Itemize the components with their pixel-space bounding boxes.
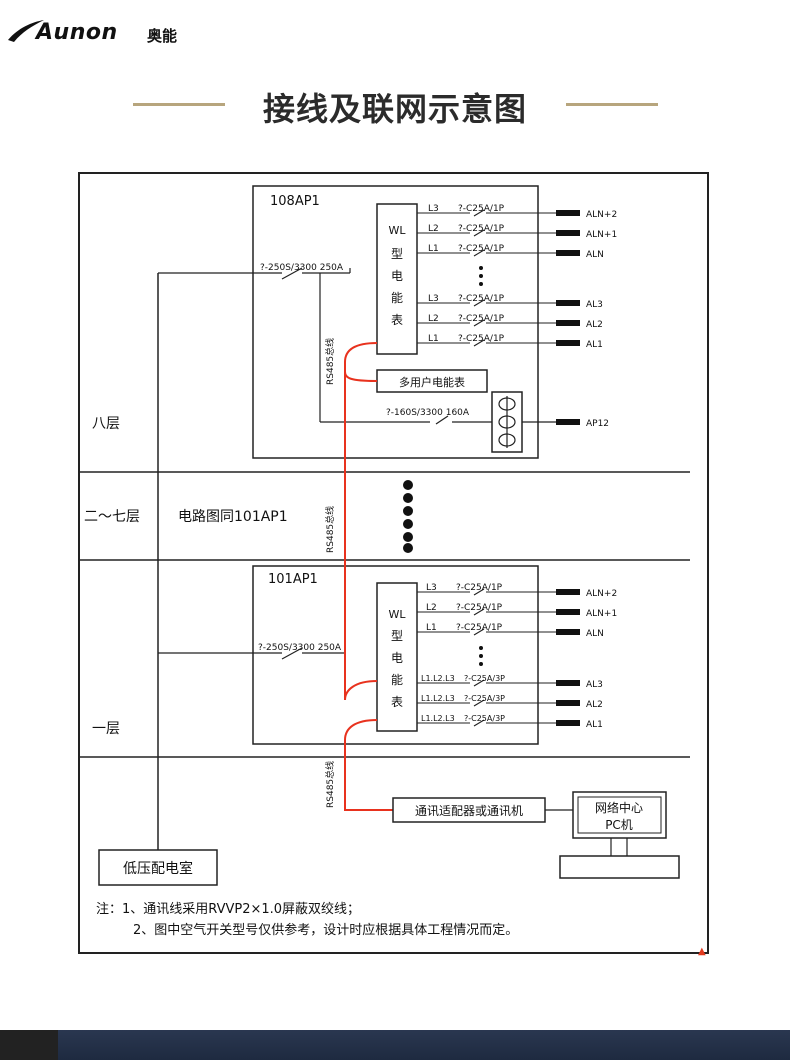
diagram-label: ALN+1 bbox=[586, 230, 617, 240]
diagram-label: L3 bbox=[426, 583, 437, 593]
diagram-label: ALN+2 bbox=[586, 210, 617, 220]
diagram-label: 网络中心 bbox=[595, 800, 643, 815]
diagram-label: AL1 bbox=[586, 720, 603, 730]
diagram-label: ?-C25A/1P bbox=[458, 204, 505, 214]
sub-out-label: AP12 bbox=[586, 419, 609, 429]
diagram-label: 电 bbox=[391, 651, 403, 665]
diagram-label: L2 bbox=[428, 224, 439, 234]
diagram-label: L1.L2.L3 bbox=[421, 694, 455, 703]
corner-mark: ▲ bbox=[698, 946, 706, 957]
diagram-label: L1 bbox=[428, 244, 439, 254]
bus-label-middle: RS485总线 bbox=[324, 506, 336, 553]
brand-logo: Aunon 奥能 bbox=[6, 14, 206, 50]
floor-label-middle: 二～七层 bbox=[84, 509, 140, 525]
logo-swoosh-icon bbox=[8, 20, 44, 42]
panel-101ap1 bbox=[252, 565, 539, 745]
diagram-label: 多用户电能表 bbox=[399, 375, 465, 389]
diagram-label: PC机 bbox=[605, 818, 633, 832]
note-2: 2、图中空气开关型号仅供参考，设计时应根据具体工程情况而定。 bbox=[133, 922, 518, 938]
diagram-label: L1 bbox=[428, 334, 439, 344]
diagram-label: L1.L2.L3 bbox=[421, 714, 455, 723]
diagram-label: L2 bbox=[426, 603, 437, 613]
diagram-label: AL2 bbox=[586, 700, 603, 710]
bus-label-bottom: RS485总线 bbox=[324, 761, 336, 808]
diagram-label: ALN+1 bbox=[586, 609, 617, 619]
footer-block bbox=[0, 1030, 58, 1060]
diagram-label: ?-C25A/1P bbox=[458, 314, 505, 324]
diagram-label: ?-C25A/3P bbox=[464, 694, 505, 703]
diagram-label: 型 bbox=[391, 629, 403, 643]
rs485-bus bbox=[344, 342, 393, 811]
brand-name-cn: 奥能 bbox=[147, 27, 178, 45]
diagram-label: ?-C25A/1P bbox=[458, 294, 505, 304]
diagram-label: L2 bbox=[428, 314, 439, 324]
title-rule-right bbox=[566, 103, 658, 106]
diagram-label: 能 bbox=[391, 673, 403, 687]
note-1: 注：1、通讯线采用RVVP2×1.0屏蔽双绞线； bbox=[96, 901, 360, 917]
footer-bar bbox=[0, 1030, 790, 1060]
diagram-label: ?-C25A/1P bbox=[456, 623, 503, 633]
pc-keyboard bbox=[559, 855, 680, 879]
diagram-label: ALN bbox=[586, 629, 604, 639]
diagram-label: AL1 bbox=[586, 340, 603, 350]
diagram-label: ?-C25A/3P bbox=[464, 714, 505, 723]
diagram-label: AL3 bbox=[586, 680, 603, 690]
top-circuits: L3 ?-C25A/1P ALN+2 L2 ?-C25A/1P ALN+1 L1… bbox=[417, 204, 617, 350]
wl-meter-bottom bbox=[376, 582, 418, 732]
bottom-circuits: L3 ?-C25A/1P ALN+2 L2 ?-C25A/1P ALN+1 L1… bbox=[417, 583, 617, 730]
sub-breaker: ?-160S/3300 160A bbox=[386, 408, 470, 418]
low-voltage-room bbox=[98, 849, 218, 886]
diagram-frame bbox=[78, 172, 709, 954]
wl-meter-top bbox=[376, 203, 418, 355]
middle-floors-note: 电路图同101AP1 bbox=[178, 509, 288, 525]
diagram-label: ?-C25A/1P bbox=[458, 224, 505, 234]
panel-name-bottom: 101AP1 bbox=[268, 572, 318, 587]
floor-label-top: 八层 bbox=[92, 416, 120, 432]
diagram-label: 型 bbox=[391, 247, 403, 261]
diagram-label: ?-C25A/1P bbox=[456, 603, 503, 613]
diagram-label: ALN+2 bbox=[586, 589, 617, 599]
diagram-label: 电 bbox=[391, 269, 403, 283]
diagram-label: L3 bbox=[428, 294, 439, 304]
continuation-dots bbox=[403, 480, 413, 553]
diagram-label: WL bbox=[388, 608, 406, 621]
diagram-label: ?-C25A/1P bbox=[458, 334, 505, 344]
panel-108ap1 bbox=[252, 185, 539, 459]
title-rule-left bbox=[133, 103, 225, 106]
diagram-label: 通讯适配器或通讯机 bbox=[415, 804, 523, 818]
diagram-label: WL bbox=[388, 224, 406, 237]
diagram-label: L1 bbox=[426, 623, 437, 633]
diagram-label: AL2 bbox=[586, 320, 603, 330]
diagram-label: L3 bbox=[428, 204, 439, 214]
diagram-label: 低压配电室 bbox=[123, 860, 193, 877]
diagram-label: ?-C25A/1P bbox=[456, 583, 503, 593]
page-title: 接线及联网示意图 bbox=[262, 90, 527, 128]
main-breaker-bottom: ?-250S/3300 250A bbox=[258, 643, 342, 653]
brand-name-en: Aunon bbox=[36, 20, 118, 45]
diagram-label: 表 bbox=[391, 313, 403, 327]
diagram-label: 能 bbox=[391, 291, 403, 305]
bus-label-top: RS485总线 bbox=[324, 338, 336, 385]
diagram-label: AL3 bbox=[586, 300, 603, 310]
diagram-label: 表 bbox=[391, 695, 403, 709]
panel-name-top: 108AP1 bbox=[270, 194, 320, 209]
network-center-pc bbox=[572, 791, 667, 839]
breaker-symbol bbox=[281, 267, 303, 280]
diagram-label: ?-C25A/1P bbox=[458, 244, 505, 254]
diagram-label: ?-C25A/3P bbox=[464, 674, 505, 683]
floor-label-bottom: 一层 bbox=[92, 721, 120, 737]
diagram-label: ALN bbox=[586, 250, 604, 260]
diagram-label: L1.L2.L3 bbox=[421, 674, 455, 683]
